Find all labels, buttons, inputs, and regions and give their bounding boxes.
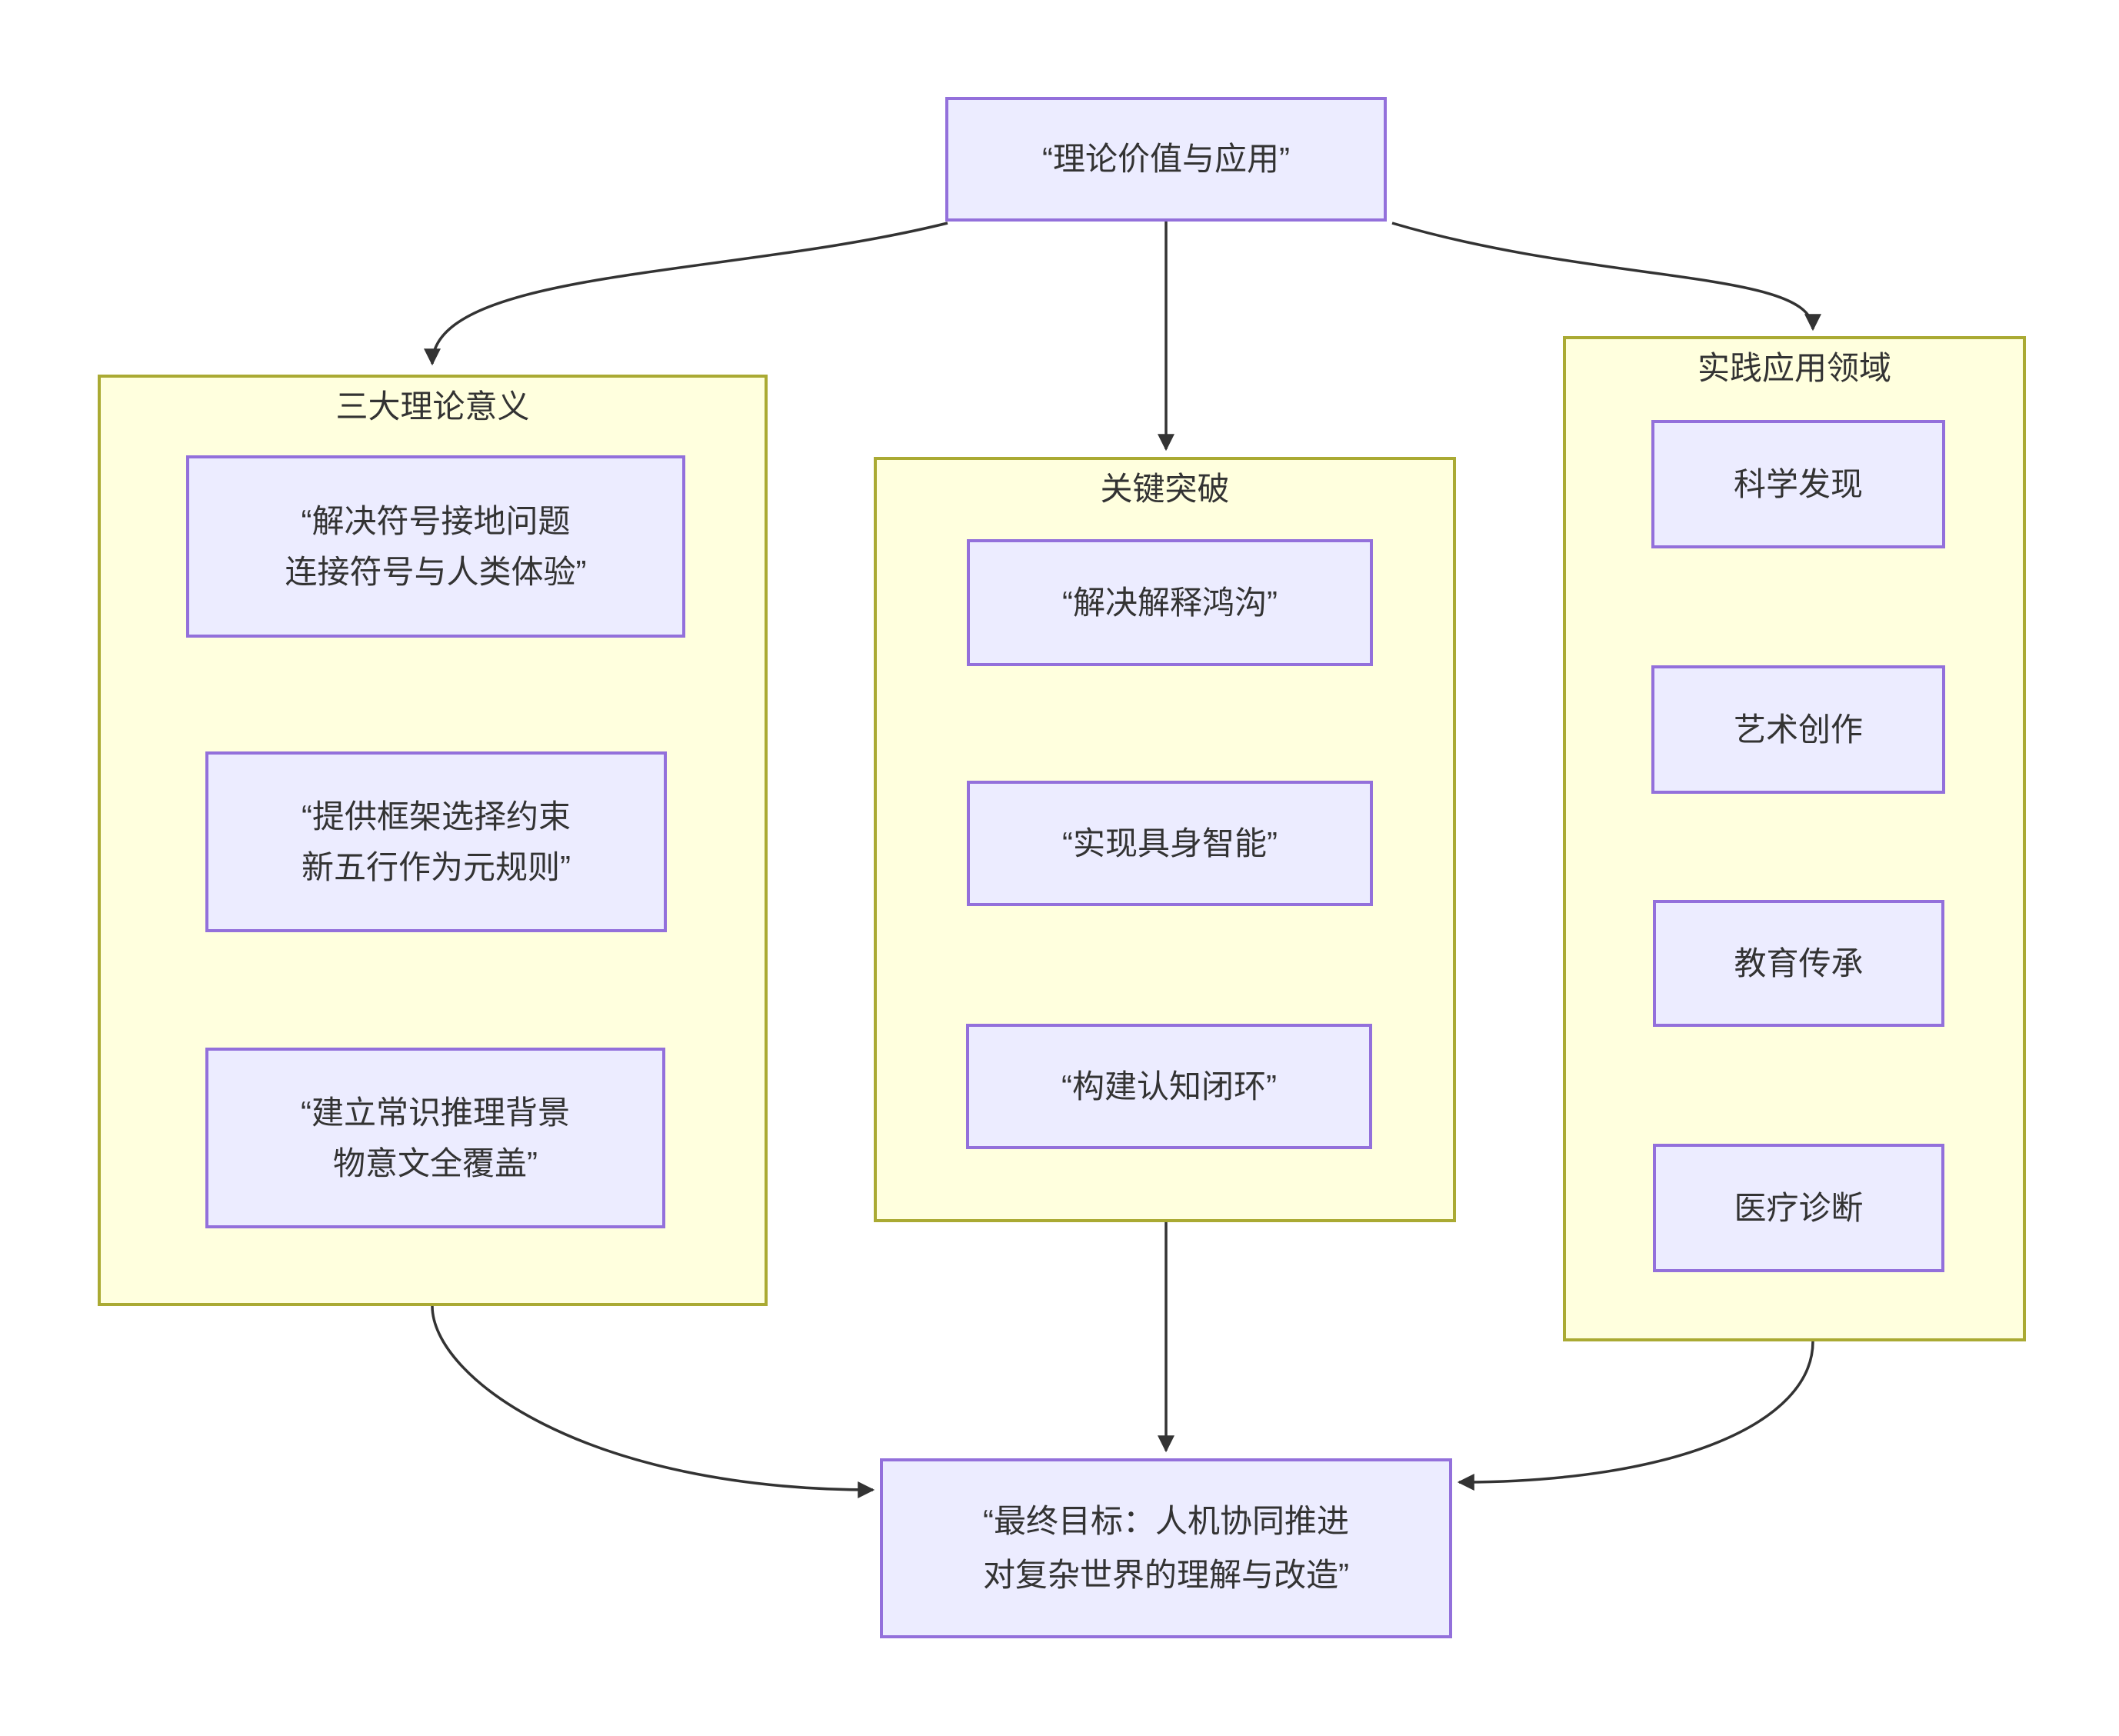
node-cognitive-loop: “构建认知闭环” [966, 1024, 1372, 1149]
cluster-practical-applications: 实践应用领域 科学发现 艺术创作 教育传承 医疗诊断 [1563, 336, 2026, 1341]
node-theory-value-and-application: “理论价值与应用” [945, 97, 1387, 222]
node-label-line: 艺术创作 [1733, 711, 1863, 748]
node-embodied-intelligence: “实现具身智能” [967, 781, 1373, 906]
node-commonsense-background: “建立常识推理背景 物意文全覆盖” [205, 1048, 665, 1228]
edge-theory-cluster-to-final [431, 1305, 875, 1498]
edge-root-to-theory-cluster [424, 222, 948, 366]
node-label-line: “构建认知闭环” [1061, 1068, 1277, 1105]
node-label-line: 物意文全覆盖” [333, 1145, 538, 1181]
cluster-title: 实践应用领域 [1697, 350, 1891, 386]
node-label-line: “解决解释鸿沟” [1062, 584, 1278, 621]
node-explanation-gap: “解决解释鸿沟” [967, 539, 1373, 666]
node-label-line: 医疗诊断 [1734, 1189, 1864, 1226]
cluster-title: 三大理论意义 [335, 388, 530, 425]
node-label-line: “最终目标：人机协同推进 [983, 1503, 1349, 1539]
node-artistic-creation: 艺术创作 [1651, 665, 1945, 794]
cluster-key-breakthroughs: 关键突破 “解决解释鸿沟” “实现具身智能” “构建认知闭环” [874, 457, 1456, 1222]
cluster-title: 关键突破 [1100, 471, 1230, 507]
node-final-goal: “最终目标：人机协同推进 对复杂世界的理解与改造” [880, 1458, 1452, 1638]
node-label-line: 教育传承 [1734, 945, 1864, 981]
node-education-inheritance: 教育传承 [1653, 900, 1944, 1027]
edge-root-to-application-cluster [1391, 222, 1821, 332]
edge-application-cluster-to-final [1457, 1341, 1814, 1491]
node-label-line: “实现具身智能” [1062, 825, 1278, 861]
node-label-line: 连接符号与人类体验” [285, 553, 587, 590]
cluster-theoretical-significance: 三大理论意义 “解决符号接地问题 连接符号与人类体验” “提供框架选择约束 新五… [98, 375, 768, 1306]
node-label-line: 对复杂世界的理解与改造” [983, 1557, 1349, 1593]
node-label: “理论价值与应用” [1042, 141, 1290, 177]
node-label-line: 科学发现 [1733, 465, 1863, 502]
node-label-line: “提供框架选择约束 [302, 798, 571, 835]
node-scientific-discovery: 科学发现 [1651, 420, 1945, 548]
node-framework-constraints: “提供框架选择约束 新五行作为元规则” [205, 751, 667, 932]
node-label-line: “建立常识推理背景 [301, 1094, 570, 1131]
node-medical-diagnosis: 医疗诊断 [1653, 1144, 1944, 1272]
node-label-line: 新五行作为元规则” [302, 848, 571, 885]
node-label-line: “解决符号接地问题 [301, 502, 571, 539]
node-symbol-grounding: “解决符号接地问题 连接符号与人类体验” [186, 455, 685, 638]
